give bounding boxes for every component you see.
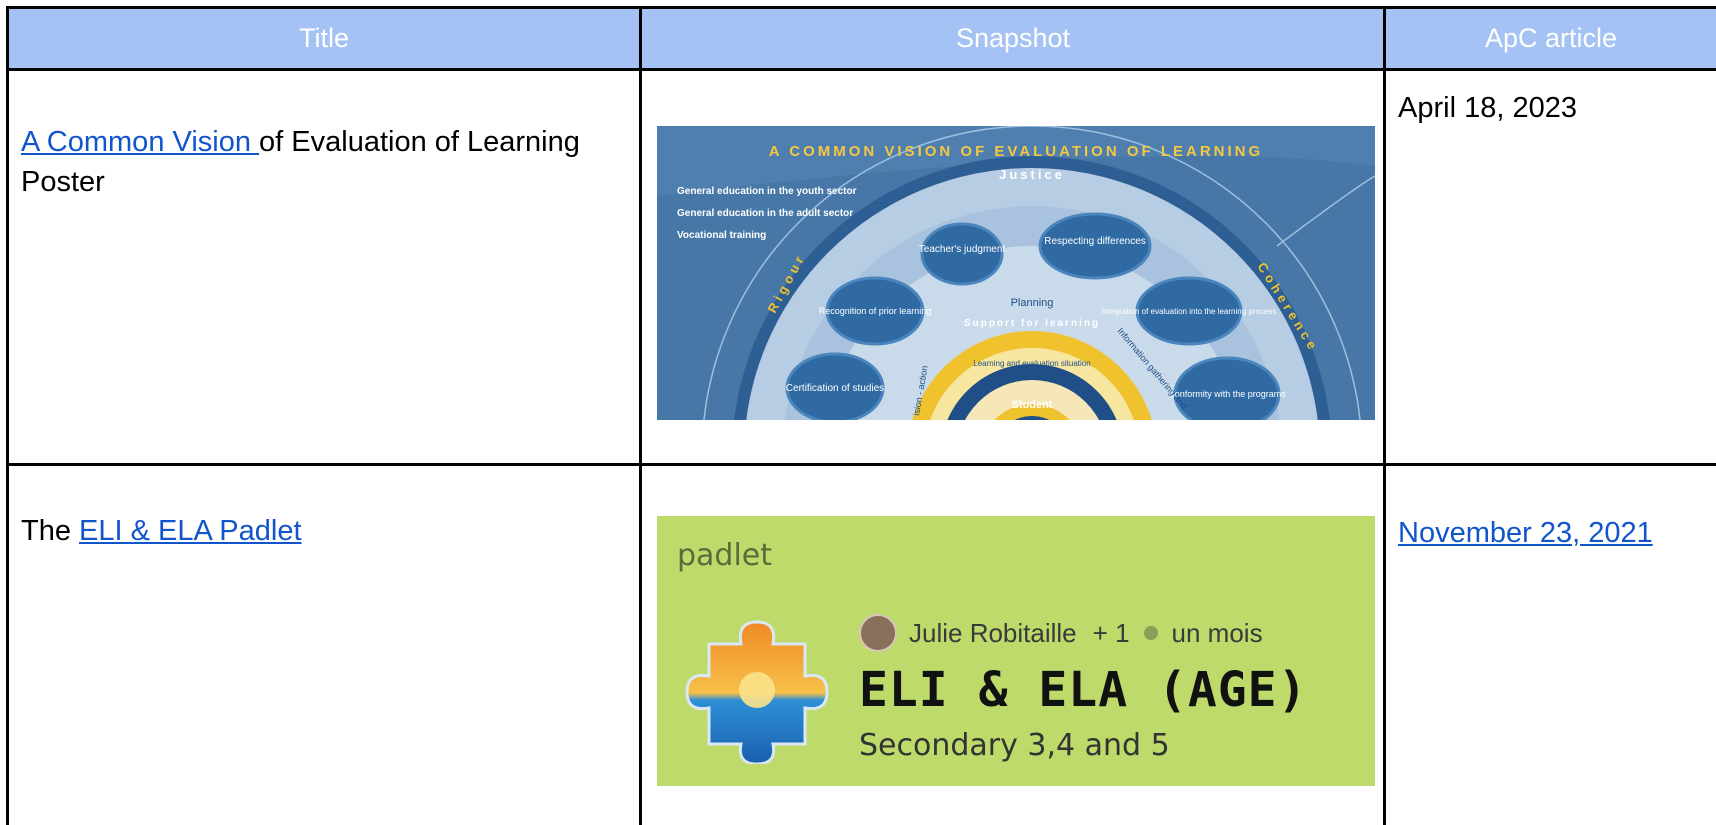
poster-sector-list: General education in the youth sector Ge… [677, 181, 856, 247]
row1-date: April 18, 2023 [1398, 92, 1577, 124]
puzzle-piece-icon [685, 620, 829, 764]
eli-ela-padlet-link[interactable]: ELI & ELA Padlet [79, 515, 302, 547]
bubble-integration: Integration of evaluation into the learn… [1102, 307, 1277, 316]
table-border-left [6, 6, 9, 825]
ring-situation: Learning and evaluation situation [973, 359, 1090, 368]
poster-list-item: Vocational training [677, 230, 767, 241]
bubble-prior-learning: Recognition of prior learning [819, 306, 932, 316]
row-divider [6, 463, 1716, 466]
padlet-board-subtitle: Secondary 3,4 and 5 [859, 728, 1170, 763]
bubble-teachers-judgment: Teacher's judgment [919, 244, 1006, 255]
row1-title: A Common Vision of Evaluation of Learnin… [21, 122, 621, 202]
row1-title-rest: of Evaluation of Learning Poster [21, 126, 580, 198]
bubble-conformity: Conformity with the programs [1168, 389, 1286, 399]
header-apc-label: ApC article [1484, 23, 1618, 53]
table-border-top [6, 6, 1716, 9]
column-divider-2 [1383, 6, 1386, 825]
header-title: Title [8, 8, 640, 69]
row2-title: The ELI & ELA Padlet [21, 511, 621, 551]
poster-list-item: General education in the adult sector [677, 208, 854, 219]
padlet-author-line: Julie Robitaille + 1 un mois [859, 614, 1263, 652]
poster-justice: Justice [999, 167, 1065, 182]
poster-heading: A COMMON VISION OF EVALUATION OF LEARNIN… [768, 143, 1264, 160]
header-snapshot-label: Snapshot [955, 23, 1071, 53]
header-apc-article: ApC article [1386, 8, 1716, 69]
november-article-link[interactable]: November 23, 2021 [1398, 517, 1653, 549]
separator-dot [1143, 626, 1158, 640]
bubble-certification: Certification of studies [786, 383, 884, 394]
ring-support: Support for learning [964, 318, 1100, 329]
author-plus-count: + 1 [1092, 617, 1130, 648]
poster-list-item: General education in the youth sector [677, 186, 857, 197]
poster-snapshot: Teacher's judgment Respecting difference… [657, 126, 1375, 420]
header-title-label: Title [298, 23, 349, 53]
padlet-snapshot: padlet Julie Robitaille + 1 un mois ELI … [657, 516, 1375, 786]
column-divider-1 [639, 6, 642, 825]
post-time: un mois [1171, 617, 1263, 648]
poster-graphic: Teacher's judgment Respecting difference… [657, 126, 1375, 420]
row2-title-prefix: The [21, 515, 80, 547]
ring-student: Student [1012, 399, 1053, 411]
author-name: Julie Robitaille [909, 617, 1077, 648]
common-vision-link[interactable]: A Common Vision [21, 126, 260, 158]
padlet-logo: padlet [677, 538, 773, 573]
header-snapshot: Snapshot [642, 8, 1384, 69]
ring-planning: Planning [1011, 297, 1054, 309]
padlet-board-title: ELI & ELA (AGE) [859, 662, 1308, 718]
header-divider [6, 68, 1716, 71]
row2-date: November 23, 2021 [1398, 513, 1653, 553]
avatar [859, 614, 897, 652]
bubble-respecting-differences: Respecting differences [1044, 236, 1146, 247]
